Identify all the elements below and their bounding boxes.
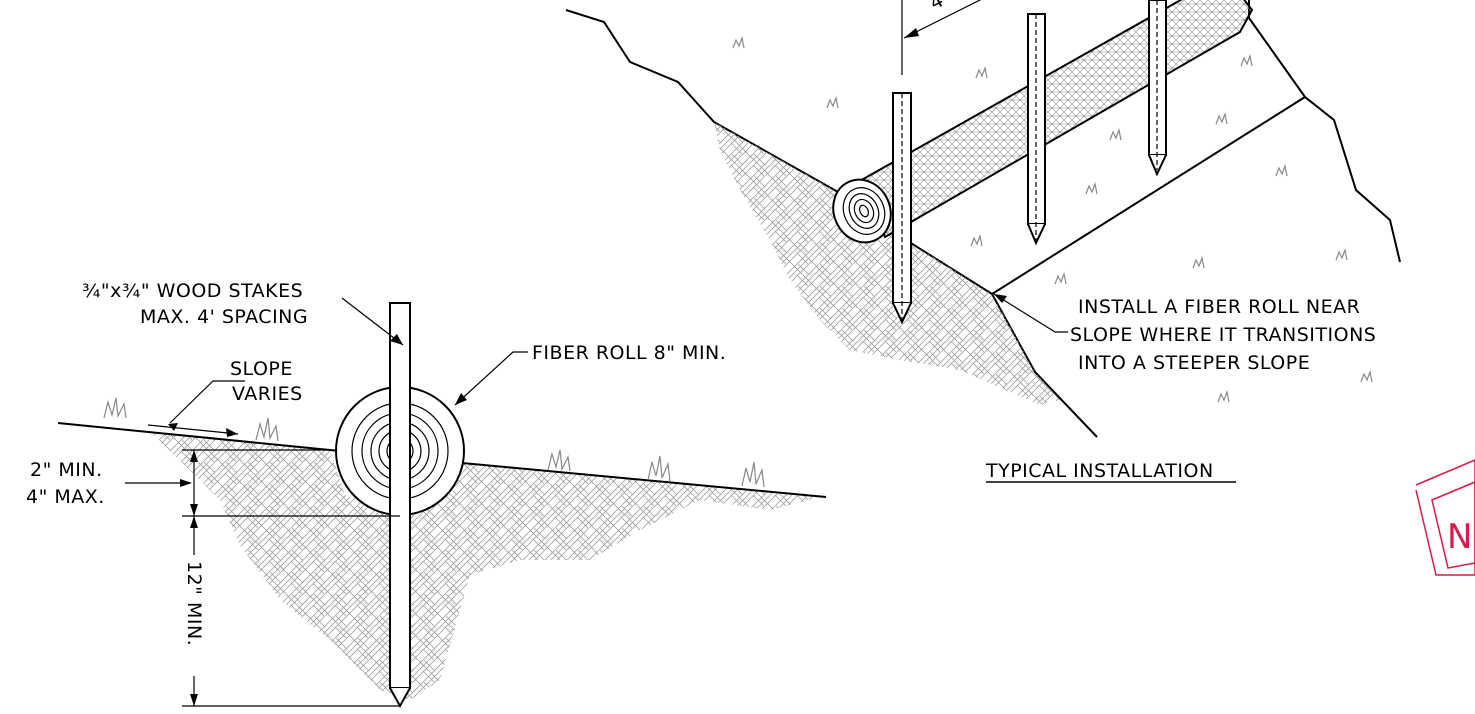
typical-installation: 4' INSTALL A FIBER ROLL NEAR SLOPE WHERE… (565, 0, 1401, 483)
stake-label-line1: ¾"x¾" WOOD STAKES (82, 280, 303, 302)
fiber-roll-end (832, 178, 892, 244)
slope-direction-line (147, 424, 239, 435)
slope-outline (565, 9, 839, 193)
note-line1: INSTALL A FIBER ROLL NEAR (1078, 296, 1360, 318)
typical-installation-title: TYPICAL INSTALLATION (985, 460, 1214, 482)
stake-front (892, 92, 912, 325)
logo-letter: N (1447, 517, 1472, 557)
stake-middle (1027, 13, 1046, 246)
slope-arrow (169, 380, 245, 424)
stake-leader (341, 297, 404, 346)
depth-label: 12" MIN. (183, 561, 205, 646)
note-line2: SLOPE WHERE IT TRANSITIONS (1070, 324, 1376, 346)
soil-hatch-section-cross (150, 432, 820, 700)
fiber-roll-leader (454, 351, 528, 406)
slope-outline-right (1248, 0, 1401, 263)
ground-line-left (57, 422, 341, 452)
spacing-dimension: 4' (901, 0, 982, 75)
slope-arrowhead (226, 428, 238, 437)
ground-line-right (461, 462, 827, 498)
wood-stake-section (389, 302, 411, 709)
embed-label-line2: 4" MAX. (26, 486, 105, 508)
section-detail: ¾"x¾" WOOD STAKES MAX. 4' SPACING SLOPE … (26, 280, 827, 709)
embed-label-line1: 2" MIN. (30, 459, 103, 481)
grass-tufts-section (103, 397, 765, 488)
slope-label-line1: SLOPE (230, 358, 293, 380)
logo-stamp: N (1415, 459, 1475, 576)
fiber-roll-label: FIBER ROLL 8" MIN. (532, 342, 726, 364)
dimension-lines (125, 449, 400, 707)
stake-back (1148, 0, 1167, 177)
note-leader (993, 293, 1068, 333)
stake-label-line2: MAX. 4' SPACING (140, 306, 308, 328)
note-line3: INTO A STEEPER SLOPE (1078, 352, 1310, 374)
grass-tufts-slope (732, 35, 1373, 403)
spacing-label: 4' (926, 0, 952, 14)
slope-label-line2: VARIES (232, 383, 303, 405)
